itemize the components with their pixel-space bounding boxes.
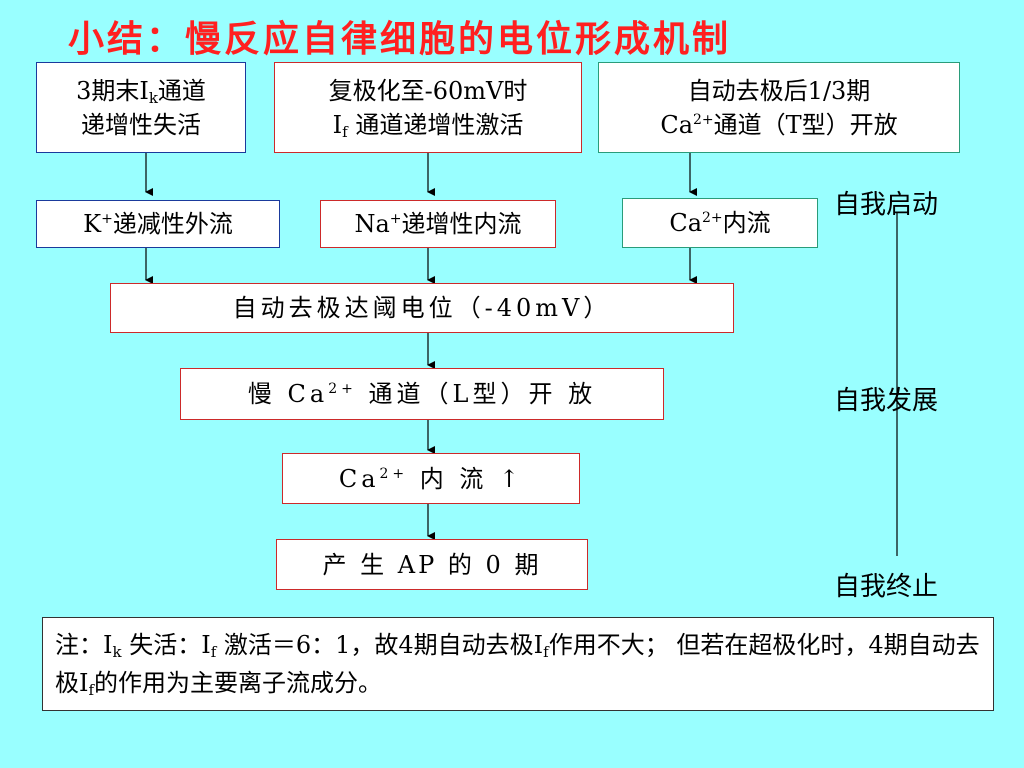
page-title: 小结：慢反应自律细胞的电位形成机制 — [68, 18, 732, 60]
note-box: 注：Ik 失活：If 激活＝6：1，故4期自动去极If作用不大； 但若在超极化时… — [42, 617, 994, 711]
box-threshold: 自动去极达阈电位（-40mV） — [110, 283, 734, 333]
box-na-inflow: Na+递增性内流 — [320, 200, 556, 248]
box-ca-t-type: 自动去极后1/3期 Ca2+通道（T型）开放 — [598, 62, 960, 153]
label-self-develop: 自我发展 — [834, 386, 939, 416]
box-ca-inflow-t: Ca2+内流 — [622, 198, 818, 248]
label-self-stop: 自我终止 — [834, 572, 939, 602]
box-if-activation: 复极化至-60mV时 If 通道递增性激活 — [274, 62, 582, 153]
box-ik-inactivation: 3期末Ik通道 递增性失活 — [36, 62, 246, 153]
label-self-start: 自我启动 — [834, 190, 939, 220]
box-k-outflow: K+递减性外流 — [36, 200, 280, 248]
box-ap-phase0: 产 生 AP 的 0 期 — [276, 539, 588, 590]
box-ca-inflow-increase: Ca2+ 内 流 ↑ — [282, 453, 580, 504]
box-slow-ca-l-type: 慢 Ca2+ 通道（L型）开 放 — [180, 368, 664, 420]
